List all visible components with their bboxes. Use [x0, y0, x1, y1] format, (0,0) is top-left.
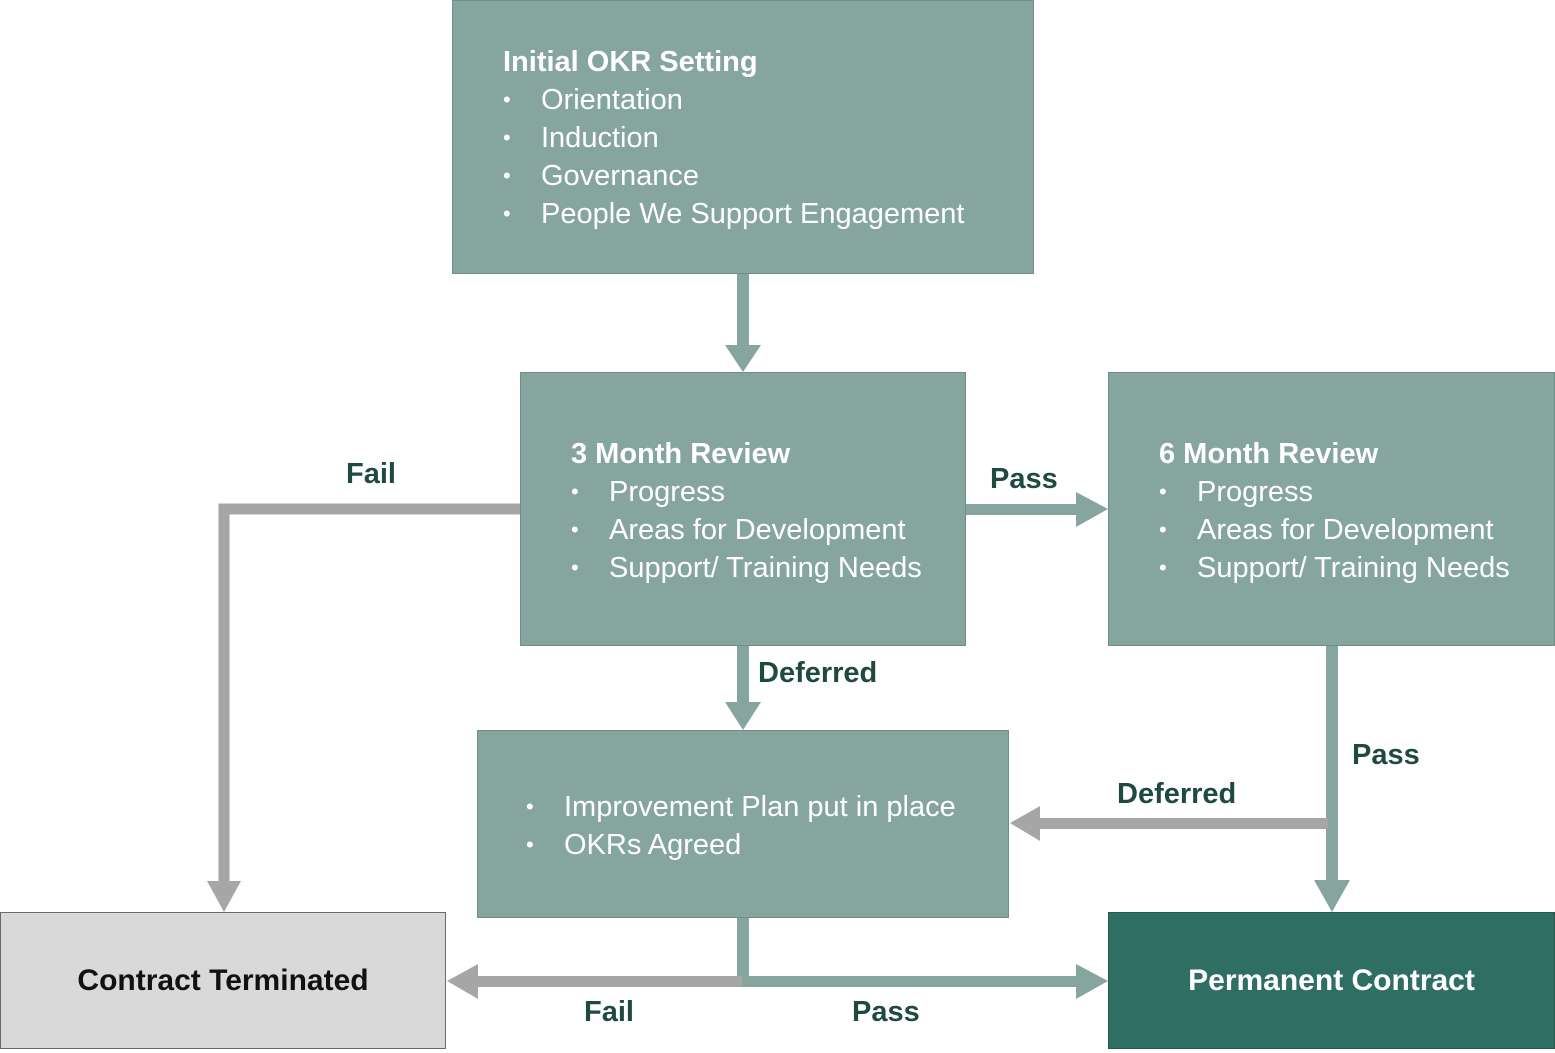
edge-label-improvement-pass: Pass	[852, 996, 920, 1028]
arrow-three-to-improvement-deferred	[725, 645, 761, 730]
list-item: Support/ Training Needs	[571, 549, 922, 587]
list-item: Orientation	[503, 81, 964, 119]
edge-label-improvement-fail: Fail	[584, 996, 634, 1028]
edge-label-six-pass: Pass	[1352, 739, 1420, 771]
permanent-contract-label: Permanent Contract	[1188, 963, 1475, 997]
permanent-contract-box: Permanent Contract	[1108, 912, 1555, 1049]
arrow-initial-to-three-month	[725, 273, 761, 372]
three-month-review-title: 3 Month Review	[571, 438, 791, 470]
list-item: Progress	[1159, 473, 1510, 511]
six-month-review-list: Progress Areas for Development Support/ …	[1159, 473, 1510, 587]
edge-label-three-deferred: Deferred	[758, 657, 878, 689]
list-item: Induction	[503, 119, 964, 157]
list-item: Areas for Development	[571, 511, 922, 549]
list-item: People We Support Engagement	[503, 195, 964, 233]
three-month-review-box: 3 Month Review Progress Areas for Develo…	[520, 372, 966, 646]
list-item: Improvement Plan put in place	[526, 788, 956, 826]
list-item: OKRs Agreed	[526, 826, 956, 864]
initial-okr-box: Initial OKR Setting Orientation Inductio…	[452, 0, 1034, 274]
six-month-review-title: 6 Month Review	[1159, 438, 1379, 470]
list-item: Progress	[571, 473, 922, 511]
six-month-review-box: 6 Month Review Progress Areas for Develo…	[1108, 372, 1555, 646]
initial-okr-title: Initial OKR Setting	[503, 46, 758, 78]
arrow-three-to-terminated-fail	[207, 503, 520, 912]
initial-okr-list: Orientation Induction Governance People …	[503, 81, 964, 233]
improvement-plan-list: Improvement Plan put in place OKRs Agree…	[526, 788, 956, 864]
improvement-plan-box: Improvement Plan put in place OKRs Agree…	[477, 730, 1009, 918]
list-item: Areas for Development	[1159, 511, 1510, 549]
edge-label-six-deferred: Deferred	[1117, 778, 1237, 810]
edge-label-three-fail: Fail	[346, 458, 396, 490]
three-month-review-list: Progress Areas for Development Support/ …	[571, 473, 922, 587]
arrow-improvement-branches	[447, 917, 1108, 999]
arrow-three-to-six-pass	[965, 492, 1108, 527]
contract-terminated-box: Contract Terminated	[0, 912, 446, 1049]
list-item: Support/ Training Needs	[1159, 549, 1510, 587]
arrow-six-to-permanent-pass	[1314, 645, 1350, 912]
arrow-six-to-improvement-deferred	[1010, 806, 1328, 841]
contract-terminated-label: Contract Terminated	[77, 963, 369, 997]
list-item: Governance	[503, 157, 964, 195]
edge-label-three-pass: Pass	[990, 463, 1058, 495]
